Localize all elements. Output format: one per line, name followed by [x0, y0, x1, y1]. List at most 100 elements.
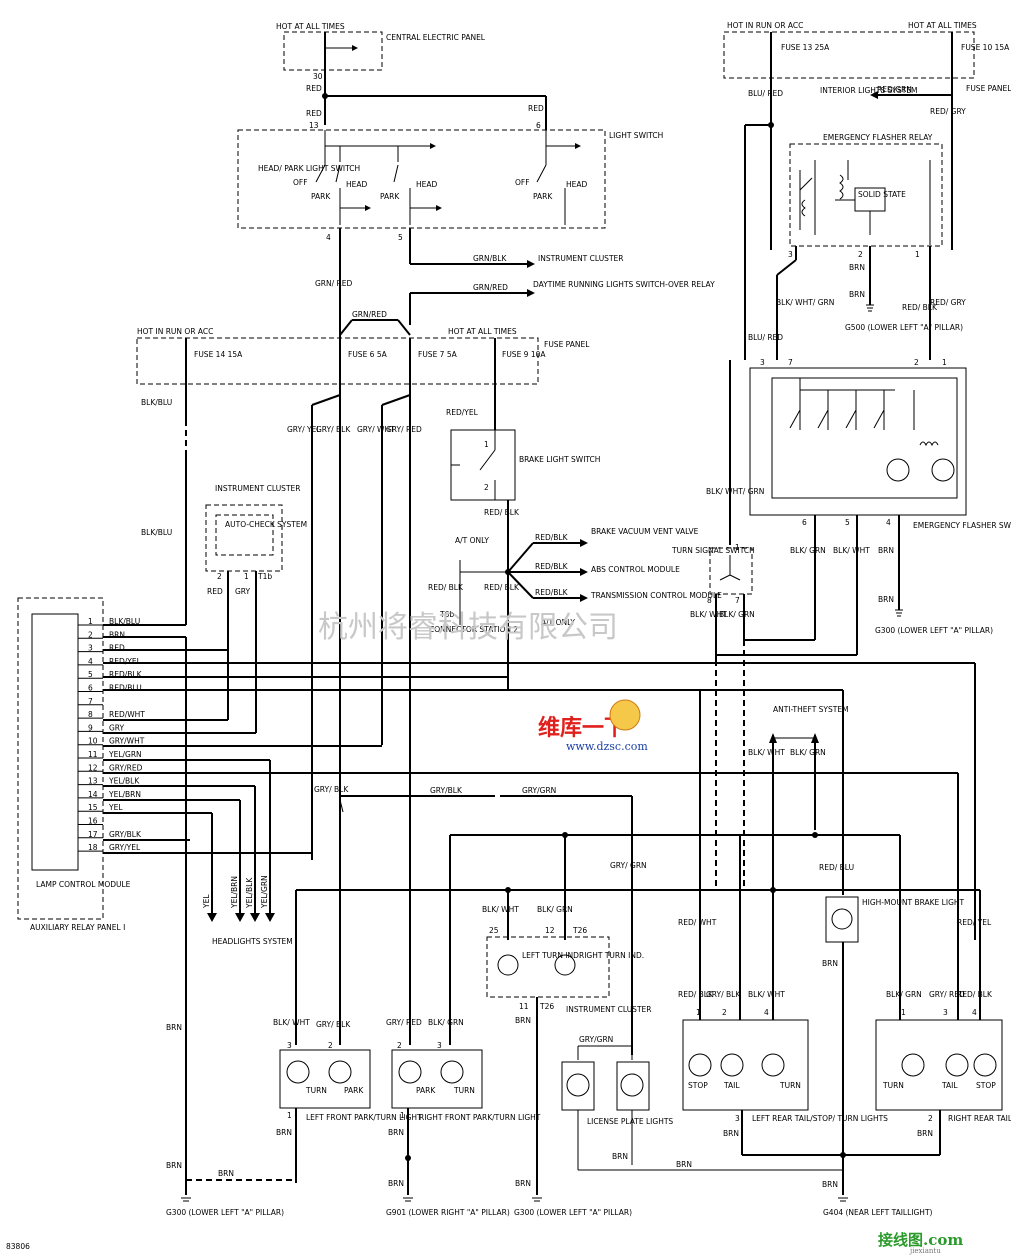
wire-label-red-blk-2: RED/BLK: [535, 533, 569, 542]
wire-label-red-blk-5: RED/ BLK: [428, 583, 464, 592]
lcm-pin-wire: BLK/BLU: [109, 617, 140, 626]
fuse7: FUSE 7 5A: [418, 350, 458, 359]
pin-2-rr: 2: [928, 1114, 933, 1123]
head-label-1: HEAD: [346, 180, 368, 189]
pin-5-ls: 5: [398, 233, 403, 242]
wire-label-gry-blk: GRY/ BLK: [316, 425, 351, 434]
fuse13: FUSE 13 25A: [781, 43, 830, 52]
lcm-pin-number: 4: [88, 657, 93, 666]
wire-label-gry-grn-line: GRY/GRN: [522, 786, 556, 795]
wire-label-brn-fr: BRN: [849, 263, 865, 272]
instr-cluster-bottom-box: [486, 936, 610, 998]
wire-label-brn-rf: BRN: [388, 1128, 404, 1137]
right-turn-ind-icon: [554, 954, 576, 976]
wire-label-red-gry-1: RED/ GRY: [930, 107, 966, 116]
rr-turn: TURN: [882, 1081, 904, 1090]
g901-label: G901 (LOWER RIGHT "A" PILLAR): [386, 1208, 510, 1217]
brake-switch-box: [450, 429, 516, 501]
wire-label-red-2: RED: [528, 104, 544, 113]
at-only-2: A/T ONLY: [541, 618, 575, 627]
figure-id: 83806: [6, 1242, 30, 1251]
wire-label-brn-g300d: BRN: [515, 1179, 531, 1188]
lr-stop: STOP: [688, 1081, 708, 1090]
rr-tail: TAIL: [941, 1081, 958, 1090]
wire-label-blk-grn-rr: BLK/ GRN: [886, 990, 922, 999]
headlight-wire-label: YEL/BLK: [245, 877, 254, 909]
trans-module-label: TRANSMISSION CONTROL MODULE: [590, 591, 722, 600]
fuse-panel-mid-label: FUSE PANEL: [544, 340, 590, 349]
pin-3-lr: 3: [735, 1114, 740, 1123]
wire-label-blk-wht-lf: BLK/ WHT: [273, 1018, 310, 1027]
wire-label-red-blk-3: RED/BLK: [535, 562, 569, 571]
wire-label-brn-g300a: BRN: [166, 1023, 182, 1032]
wire-label-grn-red-top: GRN/RED: [352, 310, 387, 319]
pin-12-ic: 12: [545, 926, 555, 935]
pin-4-rr: 4: [972, 1008, 977, 1017]
right-turn-ind-label: RIGHT TURN IND.: [579, 951, 644, 960]
flasher-lamp-2: [931, 458, 955, 482]
flasher-relay-box: [789, 143, 943, 247]
lcm-pin-wire: GRY/YEL: [109, 843, 141, 852]
ground-symbols: [181, 1197, 848, 1202]
left-front-label: LEFT FRONT PARK/TURN LIGHT: [306, 1113, 422, 1122]
wire-label-gry-grn-mid: GRY/ GRN: [610, 861, 647, 870]
wire-label-red-blu: RED/ BLU: [819, 863, 854, 872]
pin-3-rr: 3: [943, 1008, 948, 1017]
lcm-pin-wire: BRN: [109, 630, 125, 639]
watermark: 杭州将睿科技有限公司 维库一下 www.dzsc.com 接线图.com jie…: [318, 610, 963, 1255]
lamp-module-label: LAMP CONTROL MODULE: [36, 880, 131, 889]
wire-label-red-yel: RED/YEL: [446, 408, 479, 417]
pin-2-rf: 2: [397, 1041, 402, 1050]
brake-switch-label: BRAKE LIGHT SWITCH: [519, 455, 600, 464]
lcm-pin-number: 16: [88, 817, 98, 826]
wire-label-brn-g300b: BRN: [166, 1161, 182, 1170]
pin-25-ic: 25: [489, 926, 499, 935]
lcm-pin-wire: RED/BLU: [109, 684, 142, 693]
g404-label: G404 (NEAR LEFT TAILLIGHT): [823, 1208, 933, 1217]
headlight-wire-label: YEL/GRN: [260, 875, 269, 909]
watermark-company: 杭州将睿科技有限公司: [318, 610, 618, 645]
hot-label-top: HOT AT ALL TIMES: [276, 22, 345, 31]
headlight-wire-label: YEL/BRN: [230, 876, 239, 909]
flasher-lamp-1: [886, 458, 910, 482]
pin-1-lf: 1: [287, 1111, 292, 1120]
solid-state-label: SOLID STATE: [858, 190, 906, 199]
wire-label-gry-red-rr: GRY/ RED: [929, 990, 965, 999]
wire-label-blk-grn-fs: BLK/ GRN: [790, 546, 826, 555]
lcm-pin-wire: RED: [109, 644, 125, 653]
lcm-pin-number: 8: [88, 710, 93, 719]
lcm-pin-wire: GRY/BLK: [109, 830, 142, 839]
pin-1-ic: 1: [244, 572, 249, 581]
fuse14: FUSE 14 15A: [194, 350, 243, 359]
wire-label-brn-lp: BRN: [612, 1152, 628, 1161]
wire-label-brn-ic: BRN: [515, 1016, 531, 1025]
lcm-pin-wire: RED/YEL: [109, 657, 142, 666]
wire-label-gry-blk-lf: GRY/ BLK: [316, 1020, 351, 1029]
right-rear-label: RIGHT REAR TAIL/STOP/ TURN LIGHTS: [948, 1114, 1011, 1123]
wire-label-grn-red: GRN/ RED: [315, 279, 352, 288]
fuse-panel-mid-box: [136, 337, 539, 385]
wire-label-red-blk-fr: RED/ BLK: [902, 303, 938, 312]
pin-2-ic: 2: [217, 572, 222, 581]
hot-all-times-mid: HOT AT ALL TIMES: [448, 327, 517, 336]
lp-light-2-box: [616, 1061, 650, 1111]
pin-8-ts: 8: [707, 596, 712, 605]
high-mount-label: HIGH-MOUNT BRAKE LIGHT: [862, 898, 965, 907]
fuse9: FUSE 9 10A: [502, 350, 546, 359]
aux-relay-label: AUXILIARY RELAY PANEL I: [30, 923, 125, 932]
wire-label-brn-lp2: BRN: [676, 1160, 692, 1169]
pin-1-rf: 1: [400, 1111, 405, 1120]
wire-label-brn-rr: BRN: [917, 1129, 933, 1138]
lr-tail: TAIL: [723, 1081, 740, 1090]
left-rear-label: LEFT REAR TAIL/STOP/ TURN LIGHTS: [752, 1114, 888, 1123]
interior-lights-label: INTERIOR LIGHTS SYSTEM: [820, 86, 918, 95]
pin-6: 6: [536, 121, 541, 130]
wire-label-gry-yel: GRY/ YEL: [287, 425, 321, 434]
wire-label-blk-wht-grn-1: BLK/ WHT/ GRN: [776, 298, 834, 307]
lcm-pin-number: 14: [88, 790, 98, 799]
abs-module-label: ABS CONTROL MODULE: [591, 565, 680, 574]
wire-label-blk-red-lr: RED/ BLK: [678, 990, 714, 999]
g300-label-bm: G300 (LOWER LEFT "A" PILLAR): [514, 1208, 632, 1217]
right-front-label: RIGHT FRONT PARK/TURN LIGHT: [419, 1113, 541, 1122]
